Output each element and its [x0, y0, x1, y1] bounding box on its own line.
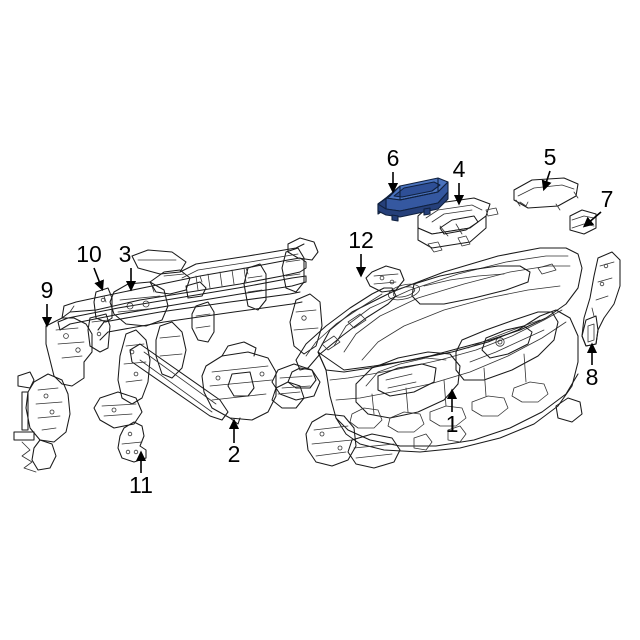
callout-8-label: 8 — [586, 364, 599, 390]
callout-6-label: 6 — [387, 145, 400, 171]
callout-9-label: 9 — [41, 277, 54, 303]
callout-8[interactable]: 8 — [586, 342, 599, 390]
part-1-instrument-panel — [305, 247, 583, 469]
part-2-center-support-bracket — [201, 341, 277, 425]
callout-9[interactable]: 9 — [41, 277, 54, 328]
callout-7[interactable]: 7 — [582, 186, 614, 228]
callout-12-label: 12 — [348, 227, 374, 253]
callout-4-label: 4 — [453, 156, 466, 182]
callout-2-label: 2 — [228, 441, 241, 467]
callout-7-label: 7 — [601, 186, 614, 212]
callout-3[interactable]: 3 — [119, 241, 137, 292]
callout-12[interactable]: 12 — [348, 227, 374, 278]
callout-4[interactable]: 4 — [453, 156, 466, 206]
callout-3-label: 3 — [119, 241, 132, 267]
callout-10-label: 10 — [76, 241, 102, 267]
part-5-trim-cover — [513, 177, 579, 211]
callout-11-label: 11 — [129, 472, 153, 498]
callout-2[interactable]: 2 — [228, 418, 241, 467]
callout-5-label: 5 — [544, 144, 557, 170]
callout-1[interactable]: 1 — [446, 388, 459, 437]
callout-10[interactable]: 10 — [76, 241, 104, 292]
part-8-side-trim-panel — [581, 251, 621, 347]
callout-1-label: 1 — [446, 411, 459, 437]
part-12-upper-rail — [271, 265, 405, 409]
part-6-highlighted-defroster-tray — [377, 177, 449, 222]
part-10-small-bracket — [87, 287, 113, 353]
part-7-cover-cap — [569, 209, 597, 235]
callout-6[interactable]: 6 — [387, 145, 400, 194]
part-crossbeam-assembly — [13, 237, 323, 473]
part-3-steering-column-bracket — [109, 269, 207, 327]
callout-11[interactable]: 11 — [129, 450, 153, 498]
callout-5[interactable]: 5 — [541, 144, 557, 192]
callout-layer: 1 2 3 4 5 — [41, 144, 614, 498]
